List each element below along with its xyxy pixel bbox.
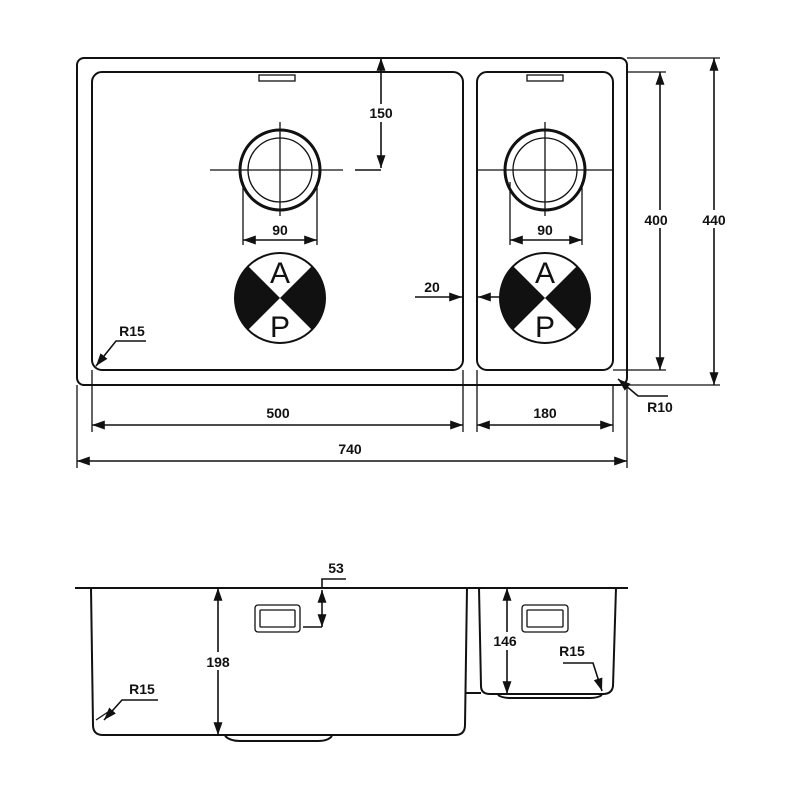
ap-symbol-left: A P [234, 252, 326, 344]
side-corner-radius-left-label: R15 [129, 681, 155, 697]
corner-radius-outer-label: R10 [647, 399, 673, 415]
ap-symbol-right: A P [499, 252, 591, 344]
right-bowl-outline [476, 71, 614, 371]
right-drain [478, 122, 612, 216]
left-bowl-outline [91, 71, 464, 371]
left-overflow-slot-side [254, 604, 301, 633]
right-drain-diameter-label: 90 [537, 222, 553, 238]
overall-width-label: 740 [338, 441, 362, 457]
corner-radius-left-label: R15 [119, 323, 145, 339]
left-depth-label: 198 [206, 654, 230, 670]
right-overflow-slot [526, 74, 564, 82]
left-drain [210, 122, 381, 216]
right-bowl-profile [478, 587, 617, 695]
left-drain-diameter-label: 90 [272, 222, 288, 238]
svg-text:P: P [535, 311, 555, 344]
inner-height-label: 400 [644, 212, 668, 228]
bowl-gap-label: 20 [424, 279, 440, 295]
side-view: 198 146 53 R15 R15 [75, 560, 628, 742]
outer-height-label: 440 [702, 212, 726, 228]
overflow-offset-label: 53 [328, 560, 344, 576]
sink-outer-outline [76, 57, 628, 386]
svg-text:A: A [270, 257, 290, 290]
svg-text:A: A [535, 257, 555, 290]
right-depth-label: 146 [493, 633, 517, 649]
drain-offset-label: 150 [369, 105, 393, 121]
top-view: 150 90 90 A P A P [76, 57, 729, 468]
side-corner-radius-right-label: R15 [559, 643, 585, 659]
left-bowl-profile [90, 587, 468, 736]
right-bowl-width-label: 180 [533, 405, 557, 421]
left-overflow-slot [258, 74, 296, 82]
left-drain-bump [224, 735, 333, 742]
left-bowl-width-label: 500 [266, 405, 290, 421]
svg-text:P: P [270, 311, 290, 344]
right-overflow-slot-side [521, 604, 569, 633]
